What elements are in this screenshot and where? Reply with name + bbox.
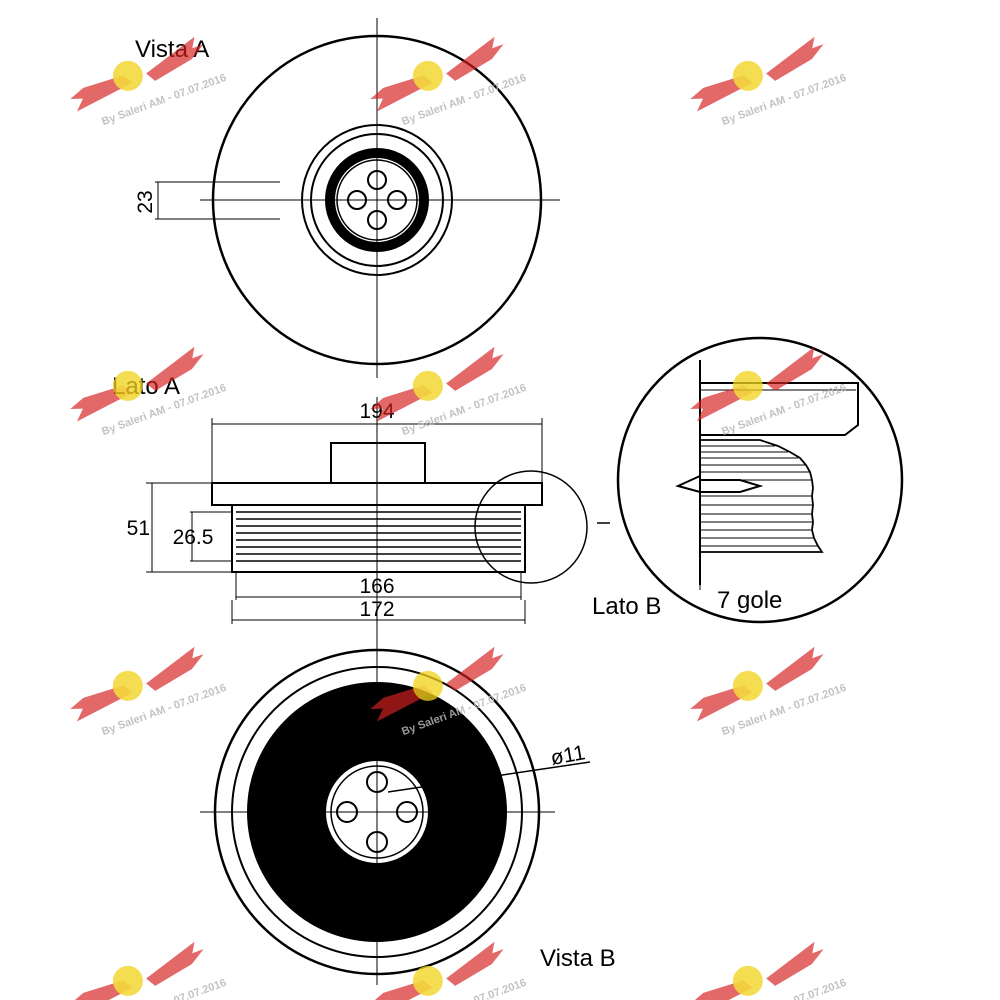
- watermark-stamp: By Saleri AM - 07.07.2016: [70, 646, 228, 738]
- dim-hole-diameter: ø11: [549, 741, 587, 770]
- label-lato-b: Lato B: [592, 593, 661, 620]
- side-hub-boss: [330, 442, 426, 484]
- dim-pulley-diameter: 172: [359, 598, 394, 621]
- lato-a-view: 194 51 26.5 166 172: [127, 397, 610, 650]
- label-detail-grooves: 7 gole: [717, 587, 782, 614]
- detail-groove-profile: [700, 439, 824, 553]
- watermark-stamp: By Saleri AM - 07.07.2016: [690, 346, 848, 438]
- watermark-stamp: By Saleri AM - 07.07.2016: [370, 941, 528, 1000]
- lato-b-detail-view: [616, 336, 904, 624]
- dim-groove-width: 26.5: [173, 526, 214, 549]
- label-vista-b: Vista B: [540, 945, 616, 972]
- detail-callout-circle: [474, 470, 588, 584]
- dim-hub-offset: 23: [134, 190, 157, 213]
- watermark-stamp: By Saleri AM - 07.07.2016: [370, 346, 528, 438]
- watermark-stamp: By Saleri AM - 07.07.2016: [690, 36, 848, 128]
- detail-circle: [616, 336, 904, 624]
- watermark-stamp: By Saleri AM - 07.07.2016: [690, 941, 848, 1000]
- vista-b-view: ø11: [200, 630, 591, 985]
- side-groove-lines: [236, 511, 521, 562]
- watermark-stamp: By Saleri AM - 07.07.2016: [370, 36, 528, 128]
- detail-groove-lines: [700, 445, 817, 547]
- watermark-stamp: By Saleri AM - 07.07.2016: [70, 941, 228, 1000]
- vista-a-view: 23: [134, 18, 560, 378]
- side-pulley-body: [231, 504, 526, 573]
- dim-total-width: 51: [127, 517, 150, 540]
- watermark-stamp: By Saleri AM - 07.07.2016: [690, 646, 848, 738]
- hole-diameter-leader: [387, 761, 591, 793]
- detail-v-tooth: [675, 475, 764, 493]
- dim-groove-diameter: 166: [359, 575, 394, 598]
